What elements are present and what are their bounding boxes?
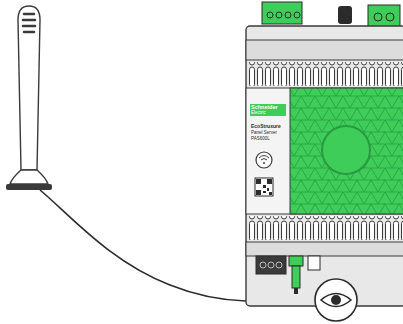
eye-icon xyxy=(315,279,357,321)
antenna xyxy=(6,6,52,190)
top-terminals xyxy=(262,2,400,27)
device-label: PAS600L xyxy=(251,137,270,142)
bottom-connectors xyxy=(256,256,320,294)
device-label: Panel Server xyxy=(251,131,277,136)
device-label: EcoStruxure xyxy=(251,124,281,129)
panel-server-device xyxy=(246,26,403,306)
device-label: Electric xyxy=(251,111,266,116)
device-label: Schneider xyxy=(251,105,278,111)
